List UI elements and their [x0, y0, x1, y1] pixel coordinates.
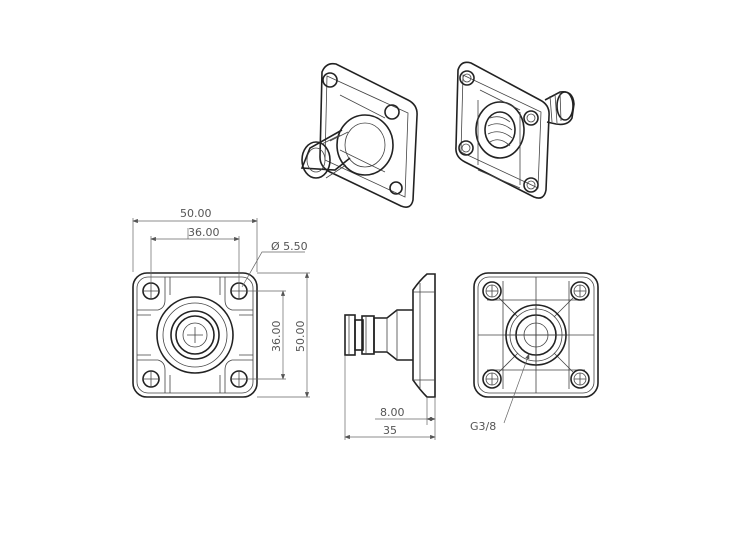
front-view-dimensions: 50.00 36.00 Ø 5.50 36.00 50.00 — [132, 207, 310, 398]
dim-flange-thickness: 8.00 — [380, 406, 405, 419]
dim-overall-height: 50.00 — [294, 321, 307, 353]
dim-overall-width: 50.00 — [180, 207, 212, 220]
thread-label: G3/8 — [470, 420, 496, 433]
front-view — [132, 272, 258, 398]
dim-hole-spacing-v: 36.00 — [270, 321, 283, 353]
side-view-dimensions: 8.00 35 — [344, 356, 436, 440]
dim-hole-diameter: Ø 5.50 — [271, 240, 308, 253]
isometric-back-view — [455, 61, 575, 199]
rear-view — [473, 272, 599, 398]
dim-overall-length: 35 — [383, 424, 397, 437]
dim-hole-spacing-h: 36.00 — [188, 226, 220, 239]
isometric-front-view — [300, 62, 418, 208]
rear-view-dimensions: G3/8 — [470, 353, 530, 433]
side-view — [344, 273, 436, 398]
